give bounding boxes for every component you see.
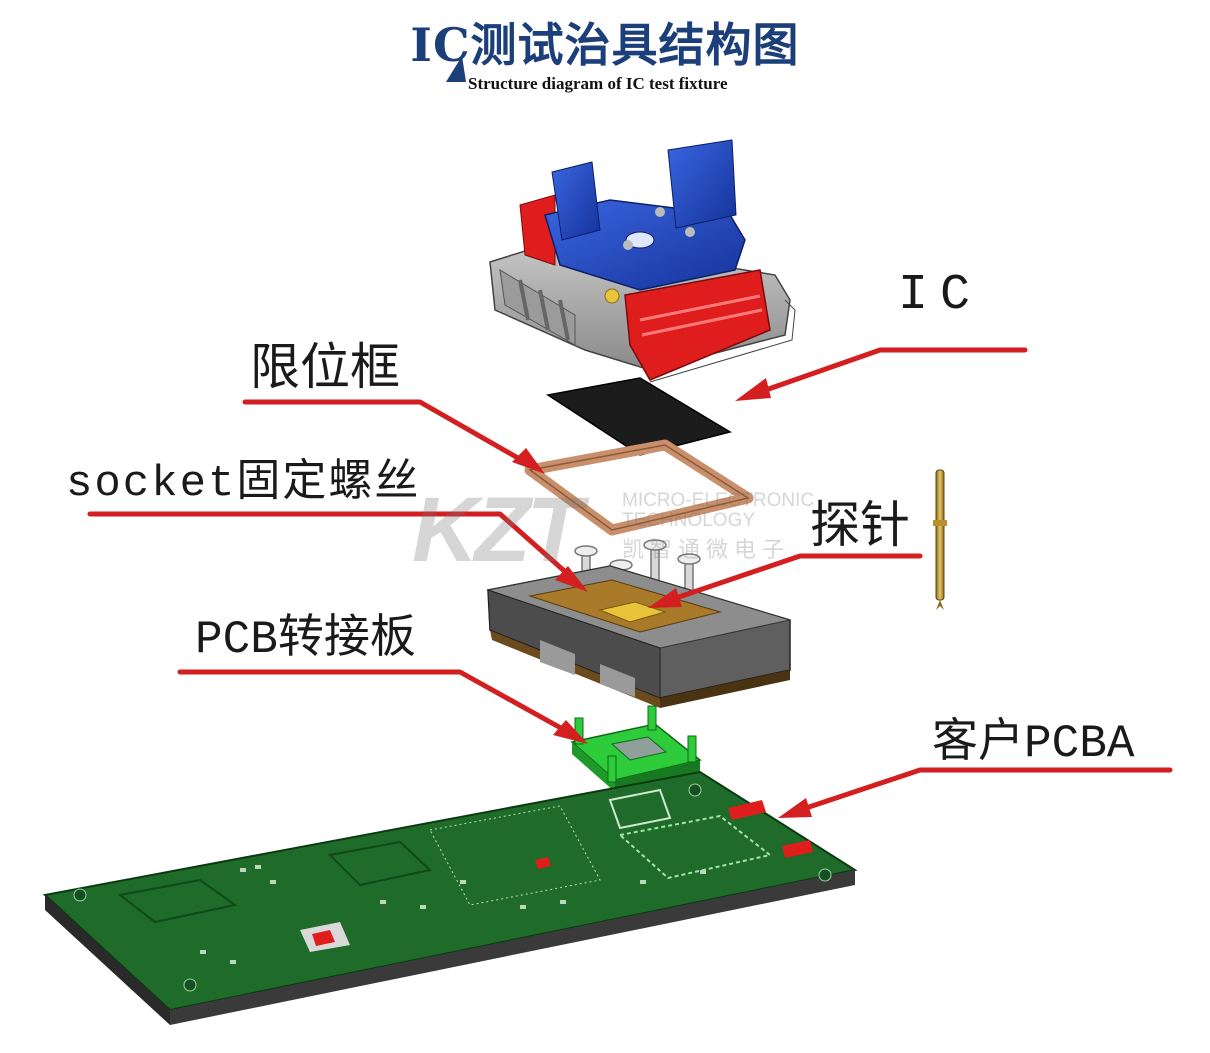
probe-arrow-icon xyxy=(648,588,682,608)
limit-frame-leader-line xyxy=(242,399,528,465)
socket-lid xyxy=(489,139,796,383)
limit-frame xyxy=(524,439,754,536)
label-socket-screw: socket固定螺丝 xyxy=(66,459,421,509)
watermark-line2: TECHNOLOGY xyxy=(622,510,756,531)
title-accent-icon xyxy=(446,56,466,82)
ic-leader-line xyxy=(757,347,1028,395)
ic-chip xyxy=(546,377,732,456)
pcb-adapter-arrow-icon xyxy=(553,720,588,744)
socket-base xyxy=(486,565,791,708)
label-probe: 探针 xyxy=(810,501,910,558)
label-limit-frame: 限位框 xyxy=(250,343,400,400)
watermark-logo: KZT xyxy=(412,479,583,581)
ic-arrow-icon xyxy=(735,378,771,401)
limit-frame-arrow-icon xyxy=(512,448,545,474)
customer-pcba-arrow-icon xyxy=(778,798,812,818)
watermark-line1: MICRO-ELECTRONIC xyxy=(622,490,815,511)
title-wrap: IC测试治具结构图 xyxy=(0,18,1210,72)
pcb-adapter-leader-line xyxy=(177,669,571,735)
page-title: IC测试治具结构图 xyxy=(410,18,800,72)
label-ic: IC xyxy=(898,267,983,324)
label-customer-pcba: 客户PCBA xyxy=(932,718,1135,770)
socket-screw-leader-line xyxy=(87,511,573,579)
page-subtitle: Structure diagram of IC test fixture xyxy=(468,74,728,93)
probe-pin xyxy=(933,469,947,610)
watermark-line3: 凯智通微电子 xyxy=(622,537,791,562)
socket-screw-arrow-icon xyxy=(555,566,588,592)
customer-pcba-leader-line xyxy=(797,767,1173,813)
customer-pcba-board xyxy=(42,770,858,1025)
label-pcb-adapter: PCB转接板 xyxy=(195,614,416,666)
probe-leader-line xyxy=(667,553,923,603)
